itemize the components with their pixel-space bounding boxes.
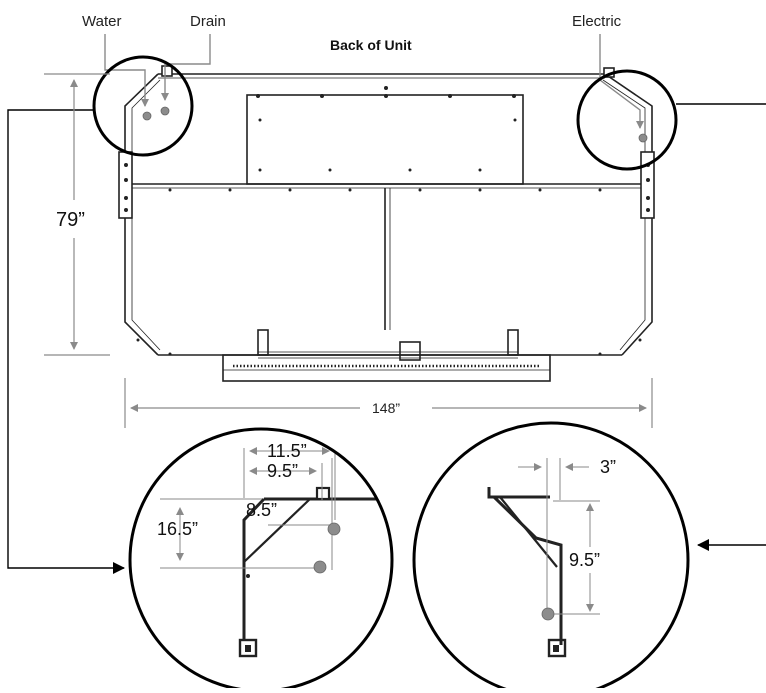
leg-right xyxy=(507,329,519,356)
drain-vertical-dim-label: 8.5” xyxy=(246,500,278,520)
callout-leaders xyxy=(104,34,644,129)
electric-vertical-dim-label: 9.5” xyxy=(569,550,601,570)
drain-leader xyxy=(161,34,211,101)
unit-back-view xyxy=(118,65,655,382)
electric-callout-label: Electric xyxy=(572,13,622,30)
drain-port xyxy=(160,106,170,116)
right-detail-circle xyxy=(412,421,690,693)
base-plate xyxy=(222,354,551,382)
drain-horizontal-dim-label: 9.5” xyxy=(267,461,299,481)
center-bracket xyxy=(399,341,421,361)
left-detail-view xyxy=(160,446,380,658)
water-leader xyxy=(104,34,149,107)
water-port xyxy=(142,111,152,121)
upper-access-panel xyxy=(246,94,524,185)
left-detail-circle xyxy=(128,427,394,693)
zoom-circle-left xyxy=(92,55,194,157)
electric-port xyxy=(638,133,648,143)
water-callout-label: Water xyxy=(82,13,122,30)
drain-callout-label: Drain xyxy=(190,13,226,30)
electric-horizontal-dim-label: 3” xyxy=(600,457,617,477)
drain-fitting xyxy=(161,65,173,77)
water-horizontal-dim-label: 11.5” xyxy=(267,441,307,461)
water-vertical-dim-label: 16.5” xyxy=(157,519,199,539)
mount-bracket-right xyxy=(640,151,655,219)
detail-drain-port xyxy=(327,522,341,536)
width-dimension-label: 148” xyxy=(372,400,401,416)
detail-drain-fitting xyxy=(315,486,331,501)
detail-electric-port xyxy=(541,607,555,621)
leg-left xyxy=(257,329,269,356)
right-detail-view xyxy=(487,458,600,658)
diagram-title: Back of Unit xyxy=(330,37,412,53)
unit-fasteners xyxy=(124,86,650,356)
overall-dimensions xyxy=(44,73,653,428)
detail-water-port xyxy=(313,560,327,574)
zoom-connector-left xyxy=(7,109,125,574)
height-dimension-label: 79” xyxy=(56,209,85,231)
electric-leader xyxy=(599,34,644,129)
zoom-circle-right xyxy=(576,69,678,171)
